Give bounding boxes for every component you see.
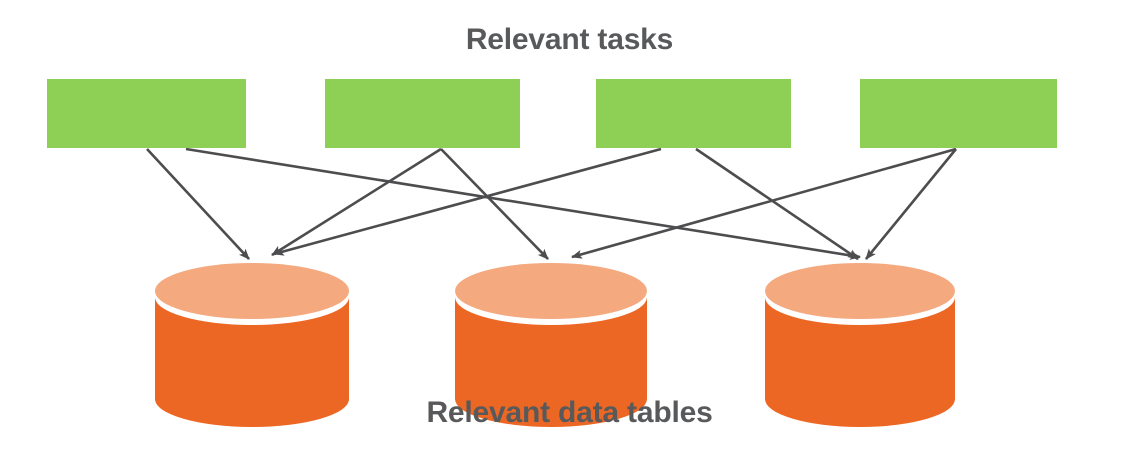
arrow-task1-to-table1 [146, 148, 250, 260]
task-box-4[interactable] [860, 79, 1057, 148]
task-box-1[interactable] [47, 79, 246, 148]
arrow-task2-to-table2 [440, 148, 549, 260]
arrow-task4-to-table3 [864, 148, 958, 260]
data-cylinder-1[interactable] [155, 263, 349, 427]
connection-arrows-group [146, 147, 958, 261]
arrow-task3-to-table3 [695, 147, 859, 261]
page-title-relevant-tasks: Relevant tasks [465, 23, 674, 56]
data-cylinders-group [155, 263, 955, 427]
arrow-task1-to-table3 [185, 147, 861, 260]
data-cylinder-1-top [155, 263, 349, 319]
task-box-2[interactable] [325, 79, 520, 148]
data-cylinder-2[interactable] [455, 263, 647, 427]
arrow-task2-to-table1 [271, 147, 442, 257]
arrow-task3-to-table1 [273, 147, 662, 256]
data-cylinder-3-top [765, 263, 955, 319]
data-cylinder-3[interactable] [765, 263, 955, 427]
data-cylinder-2-body [455, 297, 647, 427]
task-box-3[interactable] [596, 79, 791, 148]
data-cylinder-2-top [455, 263, 647, 319]
task-boxes-group [47, 79, 1057, 148]
arrow-task4-to-table2 [571, 147, 957, 259]
data-cylinder-1-body [155, 297, 349, 427]
data-cylinder-3-body [765, 297, 955, 427]
page-title-relevant-data-tables: Relevant data tables [426, 396, 713, 429]
